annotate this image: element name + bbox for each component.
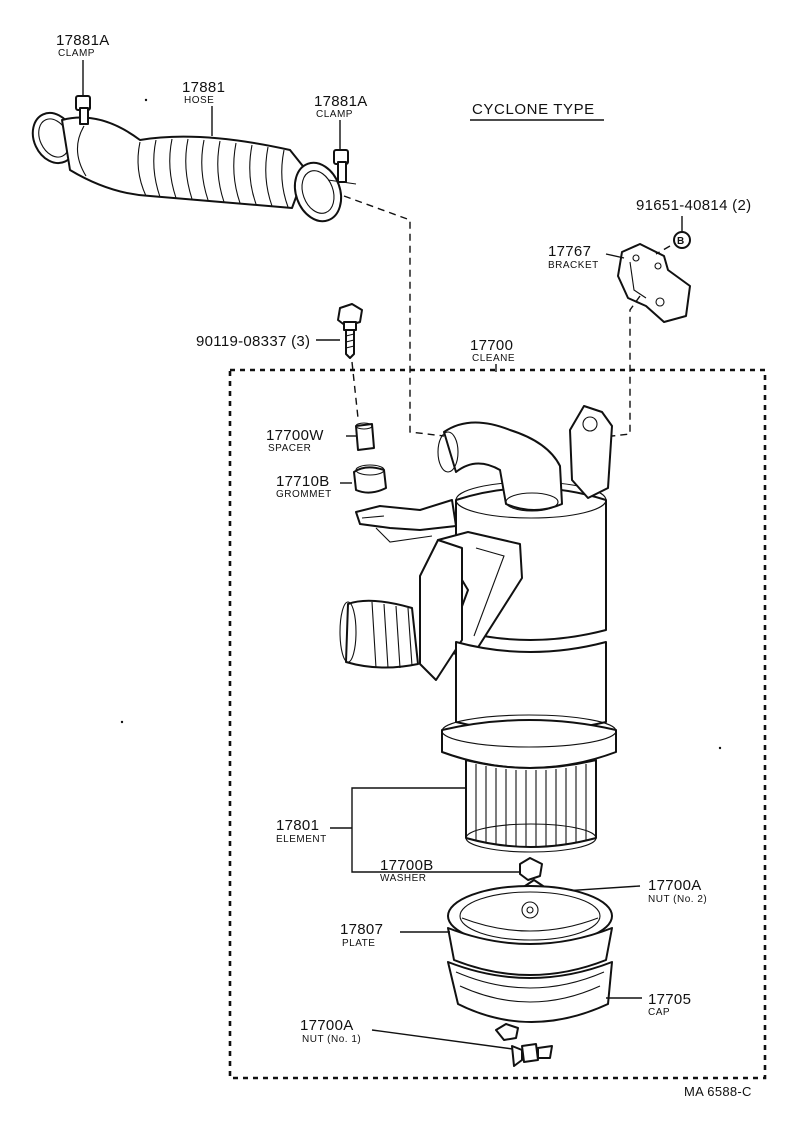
grommet-drawing: [353, 464, 387, 494]
scan-speck: [718, 746, 722, 750]
hose-drawing: [31, 95, 357, 223]
washer-drawing: [519, 857, 543, 881]
leader-nut-no1: [371, 1029, 521, 1051]
dashed-bolt-to-spacer: [351, 361, 359, 419]
scan-speck: [120, 720, 124, 724]
part-number-clamp-left: 17881A: [56, 32, 110, 49]
part-number-clamp-right: 17881A: [314, 93, 368, 110]
figure-code: MA 6588-C: [684, 1084, 752, 1099]
element-drawing: [465, 759, 597, 853]
part-name-nut-no2: NUT (No. 2): [648, 894, 707, 905]
leader-bracket: [605, 253, 625, 259]
part-name-nut-no1: NUT (No. 1): [302, 1034, 361, 1045]
part-number-element: 17801: [276, 817, 319, 834]
part-name-cap: CAP: [648, 1007, 670, 1018]
part-name-element: ELEMENT: [276, 834, 327, 845]
part-name-spacer: SPACER: [268, 443, 311, 454]
part-number-cap: 17705: [648, 991, 691, 1008]
part-number-nut-no2: 17700A: [648, 877, 702, 894]
part-number-washer: 17700B: [380, 857, 434, 874]
spacer-drawing: [355, 422, 375, 451]
nut-b-marker: B: [677, 236, 685, 247]
part-number-nut-no1: 17700A: [300, 1017, 354, 1034]
part-number-bolt: 90119-08337 (3): [196, 333, 310, 350]
part-name-bracket: BRACKET: [548, 260, 599, 271]
scan-speck: [144, 98, 148, 102]
part-name-plate: PLATE: [342, 938, 375, 949]
part-number-cleaner: 17700: [470, 337, 513, 354]
dashed-nut-to-bracket: [655, 245, 671, 255]
part-number-bracket: 17767: [548, 243, 591, 260]
part-number-grommet: 17710B: [276, 473, 330, 490]
cap-drawing: [447, 927, 613, 1041]
plate-drawing: [447, 885, 613, 947]
wing-nut-drawing: [511, 1043, 553, 1067]
part-name-washer: WASHER: [380, 873, 427, 884]
bracket-drawing: [617, 243, 691, 323]
part-number-nut-b: 91651-40814 (2): [636, 197, 751, 214]
part-number-plate: 17807: [340, 921, 383, 938]
part-name-clamp-left: CLAMP: [58, 48, 95, 59]
part-number-hose: 17881: [182, 79, 225, 96]
cleaner-assembly-frame: [228, 368, 767, 1080]
diagram-title: CYCLONE TYPE: [472, 101, 595, 118]
part-number-spacer: 17700W: [266, 427, 324, 444]
dashed-bracket-to-cleaner: [611, 295, 641, 437]
part-name-hose: HOSE: [184, 95, 214, 106]
part-name-cleaner: CLEANE: [472, 353, 515, 364]
cleaner-body-drawing: [339, 405, 617, 769]
nut-b-marker-circle: [673, 231, 691, 249]
bolt-drawing: [337, 303, 363, 359]
part-name-grommet: GROMMET: [276, 489, 332, 500]
part-name-clamp-right: CLAMP: [316, 109, 353, 120]
leader-bracket-element-washer: [351, 787, 524, 873]
